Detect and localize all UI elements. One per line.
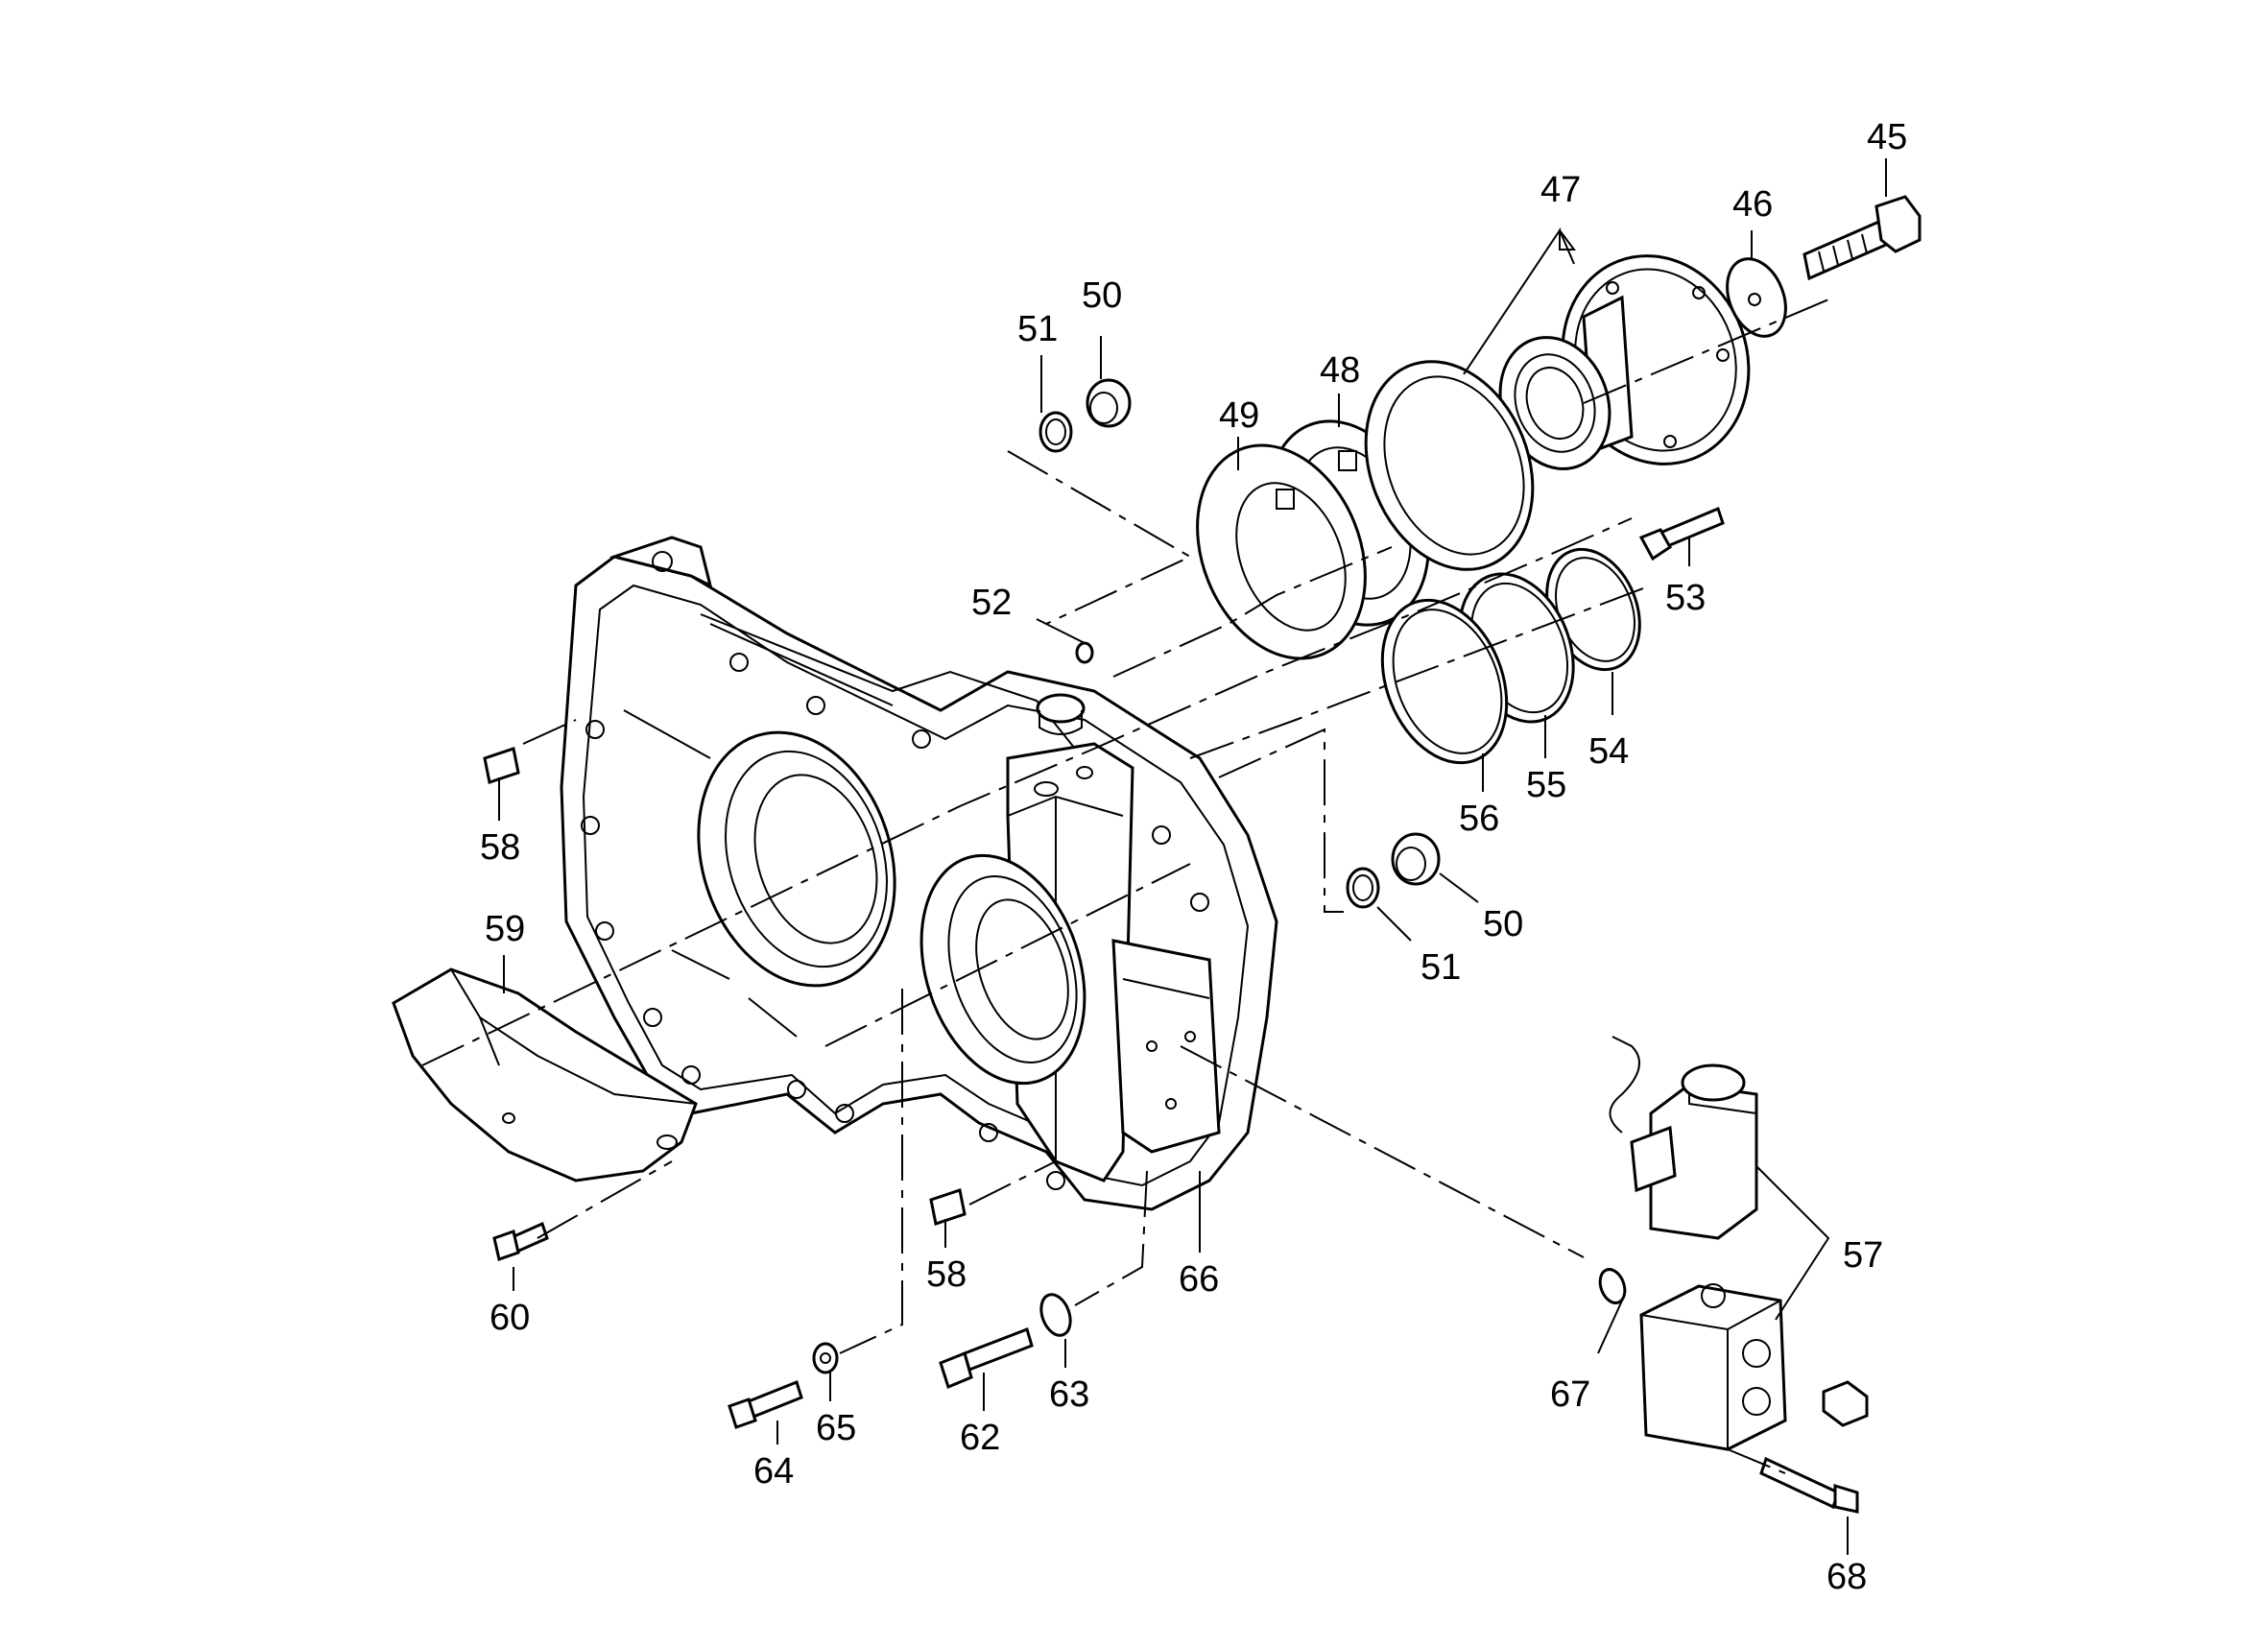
part-47-output-flange xyxy=(1498,254,1751,470)
part-57-solenoid-valve xyxy=(1609,1036,1758,1240)
part-58b-pin xyxy=(929,1188,967,1226)
callout-58-bottom: 58 xyxy=(926,1254,967,1295)
part-50a-plug xyxy=(1086,378,1132,428)
callout-50-right: 50 xyxy=(1483,904,1523,944)
part-46-washer xyxy=(1726,257,1787,338)
callout-64: 64 xyxy=(753,1451,794,1492)
callout-66: 66 xyxy=(1179,1259,1219,1300)
center-lines xyxy=(421,297,1834,1474)
callout-50-top: 50 xyxy=(1082,275,1122,316)
part-58a-pin xyxy=(483,747,520,784)
part-68-bolt xyxy=(1759,1456,1859,1514)
part-53-bolt xyxy=(1638,506,1725,561)
part-56-ring xyxy=(1380,598,1509,765)
callout-48: 48 xyxy=(1320,350,1360,391)
callout-51-right: 51 xyxy=(1420,947,1461,988)
part-52-nipple xyxy=(1075,641,1094,664)
callout-65: 65 xyxy=(816,1408,856,1448)
callout-52: 52 xyxy=(971,583,1012,623)
callout-46: 46 xyxy=(1732,184,1773,225)
part-50b-plug xyxy=(1391,832,1441,886)
part-51a-oring xyxy=(1039,411,1073,453)
callout-57: 57 xyxy=(1843,1235,1883,1276)
callout-60: 60 xyxy=(489,1298,530,1338)
callout-labels: 45 46 47 48 49 50 51 52 53 54 55 56 50 5… xyxy=(480,117,1907,1597)
part-65-washer xyxy=(812,1342,839,1374)
callout-45: 45 xyxy=(1867,117,1907,157)
callout-54: 54 xyxy=(1588,731,1629,772)
callout-59: 59 xyxy=(485,909,525,949)
part-51b-oring xyxy=(1346,867,1380,909)
part-47-seal xyxy=(1364,360,1535,571)
callout-53: 53 xyxy=(1665,578,1706,618)
callout-68: 68 xyxy=(1826,1557,1867,1597)
callout-67: 67 xyxy=(1550,1374,1590,1415)
part-62-bolt xyxy=(939,1327,1034,1390)
callout-63: 63 xyxy=(1049,1374,1089,1415)
callout-51-top: 51 xyxy=(1017,309,1058,349)
callout-58-left: 58 xyxy=(480,827,520,868)
part-60-screw xyxy=(492,1221,549,1261)
leader-lines xyxy=(498,158,1887,1555)
callout-62: 62 xyxy=(960,1418,1000,1458)
part-57-valve-block xyxy=(1639,1283,1869,1451)
callout-56: 56 xyxy=(1459,799,1499,839)
part-59-cover xyxy=(392,967,698,1182)
callout-49: 49 xyxy=(1219,395,1259,436)
part-49-ring xyxy=(1196,443,1367,660)
part-67-oring xyxy=(1598,1268,1627,1304)
callout-55: 55 xyxy=(1526,765,1566,805)
callout-47: 47 xyxy=(1540,170,1581,210)
gearbox-housing xyxy=(560,536,1278,1211)
part-45-bolt xyxy=(1802,195,1922,281)
part-63-washer xyxy=(1039,1293,1072,1337)
part-64-bolt xyxy=(728,1380,803,1429)
